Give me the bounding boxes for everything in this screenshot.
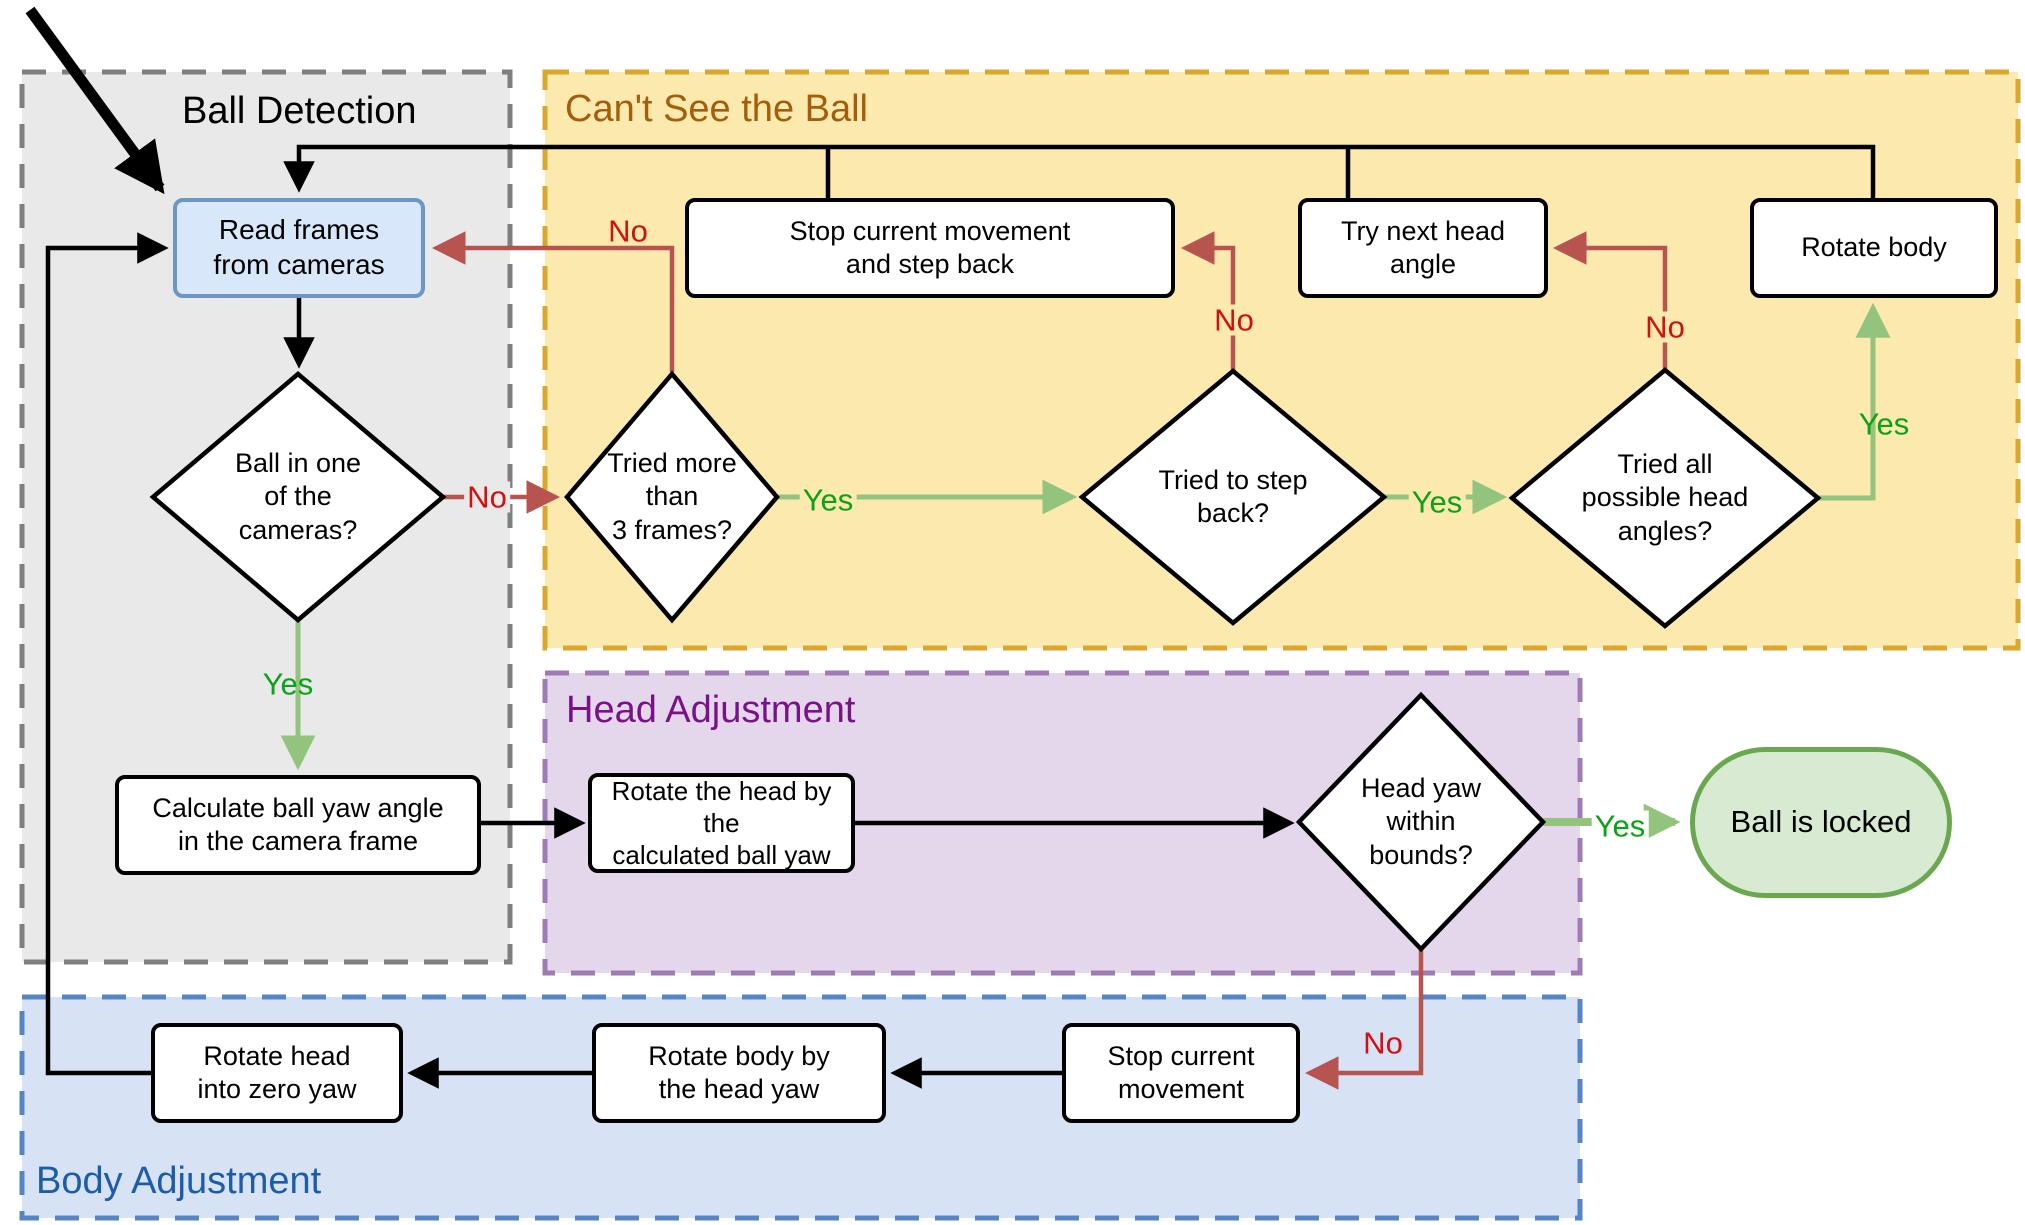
- node-calc-ball-yaw: Calculate ball yaw angle in the camera f…: [115, 775, 481, 875]
- node-read-frames: Read frames from cameras: [173, 198, 425, 298]
- edge-label-step-back-yes: Yes: [1408, 486, 1466, 518]
- region-title-head-adjustment: Head Adjustment: [566, 689, 856, 731]
- node-stop-and-step-back: Stop current movement and step back: [685, 198, 1175, 298]
- edge-label-bounds-yes: Yes: [1591, 810, 1649, 842]
- edge-label-ball-in-no: No: [464, 481, 510, 513]
- edge-label-bounds-no: No: [1363, 1025, 1403, 1061]
- node-rotate-body: Rotate body: [1750, 198, 1998, 298]
- node-try-next-head-angle: Try next head angle: [1298, 198, 1548, 298]
- decision-shape-tried-all-angles: [1508, 367, 1822, 629]
- node-rotate-body-by-head-yaw: Rotate body by the head yaw: [592, 1023, 886, 1123]
- region-title-cant-see-ball: Can't See the Ball: [565, 88, 868, 130]
- edge-label-3frames-no: No: [608, 213, 648, 249]
- edge-all-angles-yes: [1818, 302, 1891, 501]
- node-stop-current-movement: Stop current movement: [1062, 1023, 1300, 1123]
- edge-label-all-angles-yes: Yes: [1858, 406, 1910, 442]
- edge-label-step-back-no: No: [1211, 304, 1257, 336]
- decision-shape-ball-in-cameras: [149, 371, 447, 623]
- edge-label-3frames-yes: Yes: [799, 484, 857, 516]
- node-rotate-head-zero-yaw: Rotate head into zero yaw: [151, 1023, 403, 1123]
- edge-bounds-no: [1304, 947, 1424, 1090]
- region-title-body-adjustment: Body Adjustment: [36, 1160, 322, 1202]
- edge-label-all-angles-no: No: [1642, 311, 1688, 343]
- edge-zero-yaw-to-read: [45, 232, 169, 1076]
- decision-shape-head-yaw-bounds: [1295, 691, 1547, 953]
- decision-shapes: [149, 367, 1822, 953]
- decision-shape-tried-3-frames: [564, 370, 780, 624]
- decision-shape-tried-step-back: [1078, 368, 1388, 626]
- region-title-ball-detection: Ball Detection: [182, 90, 417, 132]
- edge-label-ball-in-yes: Yes: [262, 666, 314, 702]
- edge-return-top-line: [283, 144, 1876, 198]
- black-edges: [25, 6, 1876, 1089]
- edge-start: [25, 6, 165, 195]
- node-ball-is-locked: Ball is locked: [1690, 747, 1952, 898]
- edge-3frames-no: [431, 231, 675, 372]
- node-rotate-head-by-yaw: Rotate the head by the calculated ball y…: [588, 773, 855, 873]
